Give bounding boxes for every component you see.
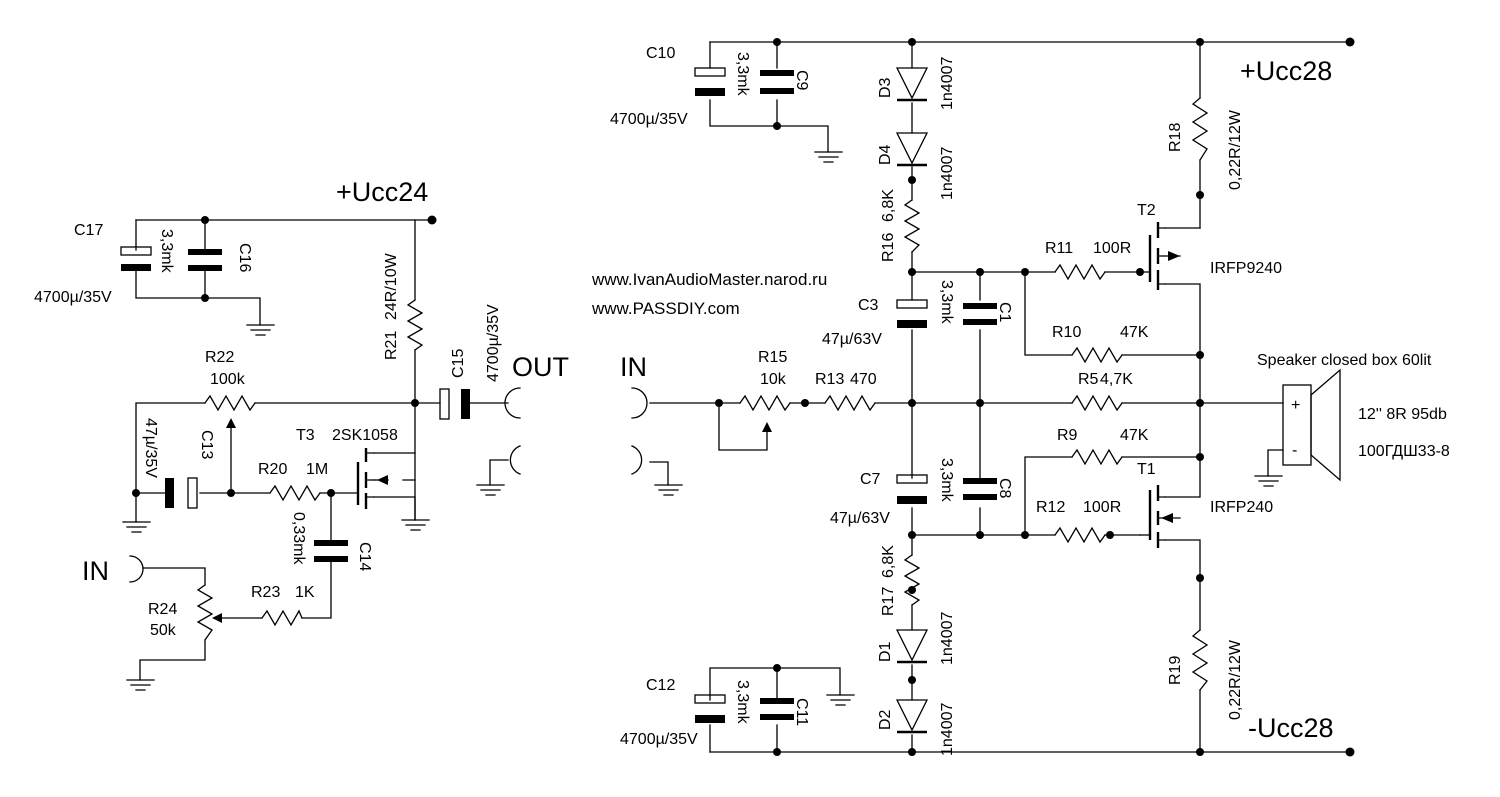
val-r13: 470 [850, 371, 877, 388]
right-stage-wires [649, 41, 1351, 753]
val-r19: 0,22R/12W [1227, 639, 1244, 720]
text-labels: +Ucc24 +Ucc28 -Ucc28 OUT IN IN www.IvanA… [34, 45, 1450, 756]
speaker-minus: - [1292, 442, 1297, 459]
ref-r13: R13 [815, 371, 844, 388]
val-c12: 4700µ/35V [620, 731, 698, 748]
val-r24: 50k [150, 622, 177, 639]
ref-c12: C12 [646, 677, 675, 694]
ref-c17: C17 [74, 222, 103, 239]
val-c17: 4700µ/35V [34, 289, 112, 306]
ref-c13: C13 [198, 430, 215, 459]
val-c16: 3,3mk [158, 229, 175, 274]
val-r22: 100k [210, 371, 246, 388]
val-r10: 47K [1120, 324, 1149, 341]
port-in-left: IN [82, 556, 109, 586]
ref-c14: C14 [356, 542, 373, 571]
ref-r15: R15 [758, 349, 787, 366]
ref-r5: R5 [1078, 371, 1099, 388]
val-c7: 47µ/63V [830, 510, 890, 527]
ref-r9: R9 [1057, 427, 1078, 444]
val-r18: 0,22R/12W [1227, 109, 1244, 190]
val-r21: 24R/10W [383, 252, 400, 320]
val-t3: 2SK1058 [332, 427, 398, 444]
left-stage-components [120, 246, 521, 641]
val-c3: 47µ/63V [822, 331, 882, 348]
ref-r17: R17 [880, 587, 897, 616]
val-r12: 100R [1083, 499, 1121, 516]
val-t2: IRFP9240 [1210, 260, 1282, 277]
speaker-spec: 12'' 8R 95db [1358, 406, 1447, 423]
val-c11: 3,3mk [734, 680, 751, 725]
ref-r12: R12 [1036, 499, 1065, 516]
ref-r18: R18 [1167, 123, 1184, 152]
left-junctions [132, 215, 437, 497]
ref-t2: T2 [1137, 202, 1156, 219]
val-r23: 1K [295, 584, 315, 601]
ref-r10: R10 [1052, 324, 1081, 341]
val-r17: 6,8K [880, 545, 897, 578]
rail-ucc28-neg: -Ucc28 [1248, 713, 1334, 743]
website-1: www.IvanAudioMaster.narod.ru [591, 270, 827, 289]
speaker-title: Speaker closed box 60lit [1257, 352, 1432, 369]
val-r16: 6,8K [880, 189, 897, 222]
ref-d1: D1 [877, 641, 894, 662]
val-d2: 1n4007 [939, 703, 956, 756]
ref-c10: C10 [646, 45, 675, 62]
ref-r21: R21 [383, 331, 400, 360]
val-c14: 0,33mk [290, 512, 307, 565]
ref-c11: C11 [793, 698, 810, 726]
port-out: OUT [512, 352, 569, 382]
rail-ucc28-pos: +Ucc28 [1240, 56, 1332, 86]
speaker-plus: + [1291, 397, 1300, 414]
website-2: www.PASSDIY.com [591, 299, 740, 318]
right-stage-components [631, 67, 1341, 734]
val-r5: 4,7K [1100, 371, 1133, 388]
ref-r24: R24 [148, 601, 177, 618]
val-c1: 3,3mk [938, 280, 955, 325]
val-c10: 4700µ/35V [610, 111, 688, 128]
speaker-model: 100ГДШ33-8 [1358, 443, 1450, 460]
val-r11: 100R [1093, 240, 1131, 257]
ref-r11: R11 [1045, 240, 1073, 257]
ref-c16: C16 [236, 243, 253, 272]
ref-r19: R19 [1167, 656, 1184, 685]
val-r9: 47K [1120, 427, 1149, 444]
val-r15: 10k [760, 371, 787, 388]
ref-c15: C15 [450, 349, 467, 378]
val-c9: 3,3mk [734, 52, 751, 97]
ref-t1: T1 [1137, 461, 1156, 478]
val-r20: 1M [306, 461, 328, 478]
ref-r22: R22 [205, 349, 234, 366]
val-t1: IRFP240 [1210, 499, 1273, 516]
ref-c1: C1 [996, 302, 1013, 323]
right-junctions [715, 37, 1355, 757]
ref-r16: R16 [880, 233, 897, 262]
ref-c8: C8 [996, 478, 1013, 499]
ref-d4: D4 [877, 144, 894, 165]
val-c8: 3,3mk [938, 458, 955, 503]
val-c15: 4700µ/35V [485, 304, 502, 382]
ref-d2: D2 [877, 709, 894, 730]
ref-c9: C9 [793, 70, 810, 91]
ref-c7: C7 [860, 471, 881, 488]
ref-d3: D3 [877, 77, 894, 98]
val-d4: 1n4007 [939, 147, 956, 200]
val-d3: 1n4007 [939, 57, 956, 110]
ref-r20: R20 [258, 461, 287, 478]
rail-ucc24: +Ucc24 [336, 177, 428, 207]
ref-t3: T3 [296, 427, 315, 444]
val-c13: 47µ/35V [142, 418, 159, 478]
val-d1: 1n4007 [939, 612, 956, 665]
ref-c3: C3 [858, 297, 879, 314]
port-in-right: IN [620, 352, 647, 382]
left-stage-wires [122, 219, 509, 691]
ref-r23: R23 [251, 584, 280, 601]
